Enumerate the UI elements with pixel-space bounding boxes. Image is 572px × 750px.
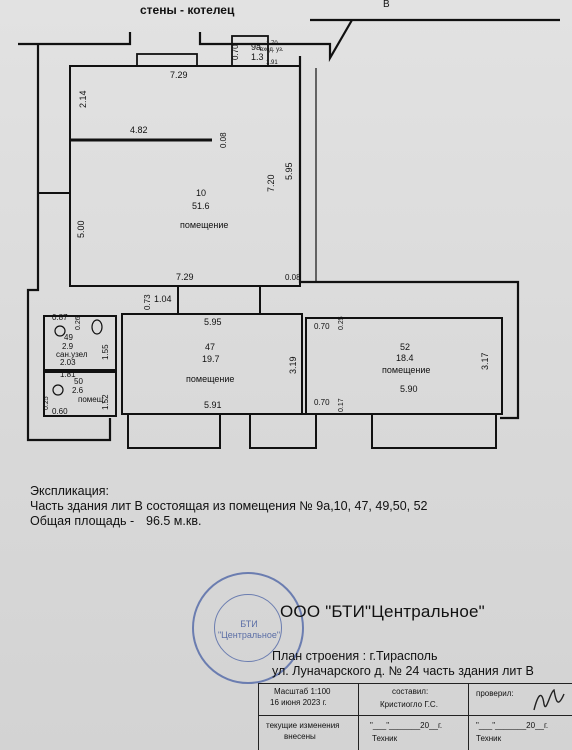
plan-header-label: стены - котелец xyxy=(140,3,235,17)
room-50-dim-bottom: 0.60 xyxy=(52,407,68,416)
room-50-dim-right: 1.52 xyxy=(101,394,110,410)
room-9a-dim-width: 1.70 xyxy=(266,41,278,47)
room-47-dim-right: 3.19 xyxy=(288,356,298,374)
total-area-value: 96.5 м.кв. xyxy=(146,514,202,528)
room-47-dim-door: 1.04 xyxy=(154,294,172,304)
room-10-dim-partition-thickness: 0.08 xyxy=(219,132,228,148)
room-9a-area: 1.3 xyxy=(251,52,264,62)
room-49-dim-top: 0.87 xyxy=(52,313,68,322)
room-9a-number: 9а xyxy=(251,42,261,52)
room-50-dim-left: 0.25 xyxy=(43,396,50,410)
room-10-number: 10 xyxy=(196,188,206,198)
company-stamp: БТИ "Центральное" xyxy=(192,572,304,684)
explication-heading: Экспликация: xyxy=(30,484,109,498)
room-50-number: 50 xyxy=(74,377,83,386)
changes-label-2: внесены xyxy=(284,732,316,741)
room-9a-dim-opening: 0.70 xyxy=(231,44,240,60)
room-50-name: помещ. xyxy=(78,395,106,404)
room-10-dim-right-inner: 7.20 xyxy=(266,174,276,192)
room-52-dim-wall: 0.25 xyxy=(338,316,345,330)
compiled-label: составил: xyxy=(392,687,429,696)
room-47-dim-opening: 0.73 xyxy=(143,294,152,310)
room-10-dim-right-outer: 5.95 xyxy=(284,162,294,180)
room-10-dim-left-upper: 2.14 xyxy=(78,90,88,108)
room-50-area: 2.6 xyxy=(72,386,84,395)
room-49-area: 2.9 xyxy=(62,342,74,351)
stamp-line-1: БТИ xyxy=(240,619,258,629)
room-47-number: 47 xyxy=(205,342,215,352)
room-10-dim-left-lower: 5.00 xyxy=(76,220,86,238)
room-10-dim-bottom-corner: 0.08 xyxy=(285,273,301,282)
room-50-dim-top: 1.81 xyxy=(60,370,76,379)
room-47-dim-bottom: 5.91 xyxy=(204,400,222,410)
room-52-dim-right: 3.17 xyxy=(480,352,490,370)
room-52-name: помещение xyxy=(382,365,430,375)
title-block: Масштаб 1:100 16 июня 2023 г. составил: … xyxy=(258,683,572,750)
corner-letter: В xyxy=(383,0,390,10)
room-49-name: сан.узел xyxy=(56,350,88,359)
date-blank-2: "___"_______20__г. xyxy=(476,721,549,730)
room-52-dim-opening: 0.70 xyxy=(314,322,330,331)
room-49-dim-bottom: 2.03 xyxy=(60,358,76,367)
room-10-dim-top: 7.29 xyxy=(170,70,188,80)
stamp-line-2: "Центральное" xyxy=(217,630,281,640)
room-10-name: помещение xyxy=(180,220,228,230)
room-10-dim-bottom: 7.29 xyxy=(176,272,194,282)
compiled-name: Кристиогло Г.С. xyxy=(380,700,438,709)
plan-address: ул. Луначарского д. № 24 часть здания ли… xyxy=(272,664,534,678)
explication-text: Часть здания лит В состоящая из помещени… xyxy=(30,499,428,513)
total-area-label: Общая площадь - xyxy=(30,514,135,528)
room-9a-name: вход. уз. xyxy=(260,47,284,53)
room-47-dim-top: 5.95 xyxy=(204,317,222,327)
room-49-number: 49 xyxy=(64,333,73,342)
checked-label: проверил: xyxy=(476,689,514,698)
room-52-dim-bottom-wall: 0.17 xyxy=(338,398,345,412)
room-10-area: 51.6 xyxy=(192,201,210,211)
room-10-dim-partition: 4.82 xyxy=(130,125,148,135)
room-9a-dim-length: 1.91 xyxy=(266,60,278,66)
room-49-dim-right: 1.55 xyxy=(101,344,110,360)
technician-label-1: Техник xyxy=(372,734,398,743)
checker-signature xyxy=(533,688,565,711)
scale-label: Масштаб 1:100 xyxy=(274,687,331,696)
floor-plan: стены - котелец В 9а 1.3 вход. уз. 1.70 … xyxy=(18,0,560,449)
plan-title: План строения : г.Тирасполь xyxy=(272,649,438,663)
plan-date: 16 июня 2023 г. xyxy=(270,698,327,707)
room-52-number: 52 xyxy=(400,342,410,352)
date-blank-1: "___"_______20__г. xyxy=(370,721,443,730)
changes-label: текущие изменения xyxy=(266,721,340,730)
room-47-name: помещение xyxy=(186,374,234,384)
room-52-dim-length: 5.90 xyxy=(400,384,418,394)
technician-label-2: Техник xyxy=(476,734,502,743)
room-49-dim-door: 0.26 xyxy=(75,316,82,330)
room-47-area: 19.7 xyxy=(202,354,220,364)
room-52-area: 18.4 xyxy=(396,353,414,363)
organization-name: ООО "БТИ"Центральное" xyxy=(280,602,485,621)
room-52-dim-bottom-opening: 0.70 xyxy=(314,398,330,407)
